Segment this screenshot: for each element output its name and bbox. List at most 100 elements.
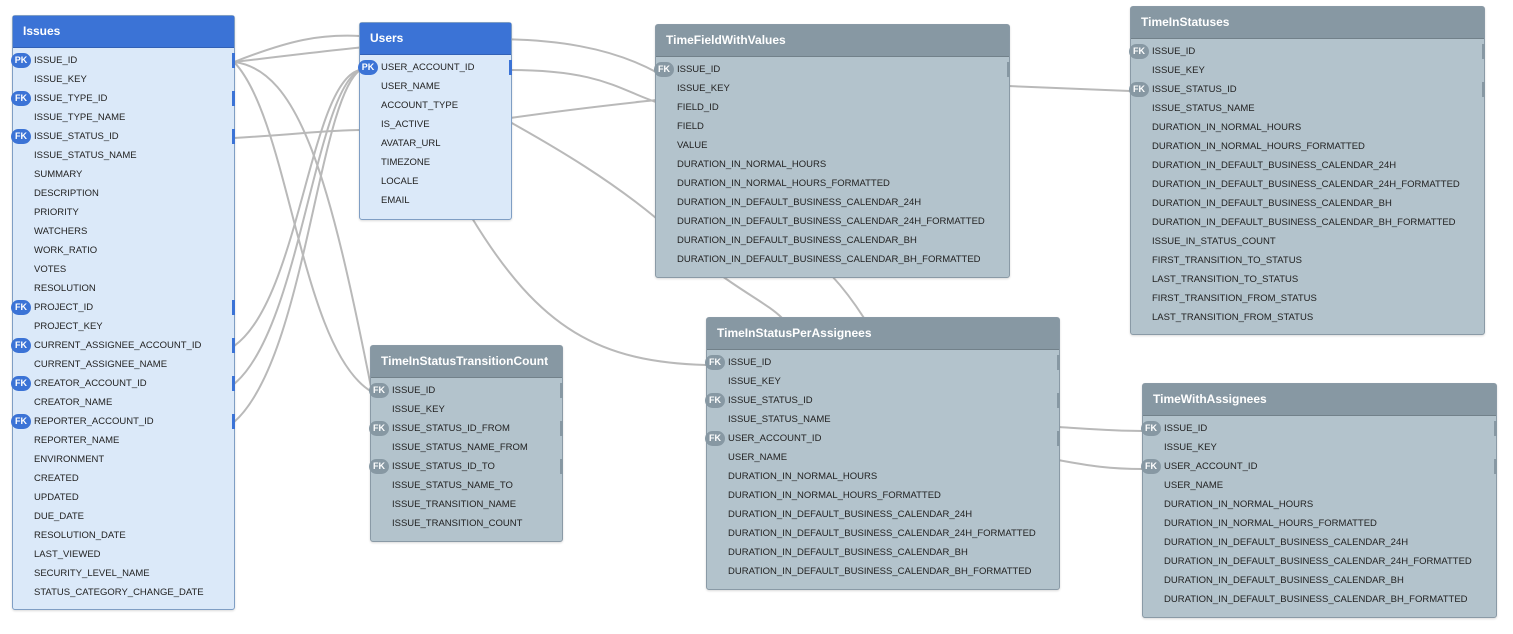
- column-row[interactable]: ISSUE_STATUS_NAME: [1131, 99, 1484, 118]
- column-row[interactable]: DURATION_IN_DEFAULT_BUSINESS_CALENDAR_BH: [656, 231, 1009, 250]
- column-row[interactable]: ACCOUNT_TYPE: [360, 96, 511, 115]
- column-row[interactable]: VALUE: [656, 136, 1009, 155]
- column-row[interactable]: DURATION_IN_DEFAULT_BUSINESS_CALENDAR_BH…: [656, 250, 1009, 269]
- column-row[interactable]: DURATION_IN_NORMAL_HOURS: [1131, 118, 1484, 137]
- column-row[interactable]: DURATION_IN_DEFAULT_BUSINESS_CALENDAR_24…: [1143, 552, 1496, 571]
- column-row[interactable]: ISSUE_KEY: [656, 79, 1009, 98]
- column-row[interactable]: TIMEZONE: [360, 153, 511, 172]
- column-row[interactable]: DURATION_IN_DEFAULT_BUSINESS_CALENDAR_24…: [707, 524, 1059, 543]
- column-row[interactable]: DURATION_IN_NORMAL_HOURS: [707, 467, 1059, 486]
- connector-anchor[interactable]: [1494, 421, 1497, 436]
- connector-anchor[interactable]: [1057, 355, 1060, 370]
- column-row[interactable]: PRIORITY: [13, 203, 234, 222]
- column-row[interactable]: ISSUE_KEY: [1131, 61, 1484, 80]
- column-row[interactable]: ISSUE_KEY: [371, 400, 562, 419]
- table-title[interactable]: Issues: [13, 16, 234, 48]
- column-row[interactable]: LAST_TRANSITION_TO_STATUS: [1131, 270, 1484, 289]
- column-row[interactable]: DURATION_IN_DEFAULT_BUSINESS_CALENDAR_24…: [1131, 175, 1484, 194]
- column-row[interactable]: DURATION_IN_DEFAULT_BUSINESS_CALENDAR_24…: [707, 505, 1059, 524]
- column-row[interactable]: AVATAR_URL: [360, 134, 511, 153]
- column-row[interactable]: DURATION_IN_DEFAULT_BUSINESS_CALENDAR_24…: [656, 193, 1009, 212]
- connector-anchor[interactable]: [232, 338, 235, 353]
- column-row[interactable]: SECURITY_LEVEL_NAME: [13, 564, 234, 583]
- column-row[interactable]: USER_NAME: [707, 448, 1059, 467]
- column-row[interactable]: FIELD_ID: [656, 98, 1009, 117]
- column-row[interactable]: DURATION_IN_DEFAULT_BUSINESS_CALENDAR_BH…: [1131, 213, 1484, 232]
- connector-anchor[interactable]: [1057, 431, 1060, 446]
- column-row[interactable]: FIRST_TRANSITION_TO_STATUS: [1131, 251, 1484, 270]
- connector-anchor[interactable]: [1482, 44, 1485, 59]
- column-row[interactable]: PROJECT_KEY: [13, 317, 234, 336]
- column-row[interactable]: ISSUE_IN_STATUS_COUNT: [1131, 232, 1484, 251]
- column-row[interactable]: ISSUE_KEY: [1143, 438, 1496, 457]
- column-row[interactable]: ENVIRONMENT: [13, 450, 234, 469]
- table-title[interactable]: Users: [360, 23, 511, 55]
- connector-anchor[interactable]: [1494, 459, 1497, 474]
- column-row[interactable]: ISSUE_STATUS_NAME_FROM: [371, 438, 562, 457]
- column-row[interactable]: DURATION_IN_NORMAL_HOURS_FORMATTED: [707, 486, 1059, 505]
- column-row[interactable]: WORK_RATIO: [13, 241, 234, 260]
- column-row[interactable]: REPORTER_NAME: [13, 431, 234, 450]
- column-row[interactable]: VOTES: [13, 260, 234, 279]
- connector-anchor[interactable]: [232, 129, 235, 144]
- column-row[interactable]: ISSUE_TYPE_NAME: [13, 108, 234, 127]
- column-row[interactable]: DURATION_IN_DEFAULT_BUSINESS_CALENDAR_BH: [707, 543, 1059, 562]
- connector-anchor[interactable]: [509, 60, 512, 75]
- column-row[interactable]: IS_ACTIVE: [360, 115, 511, 134]
- table-title[interactable]: TimeInStatusPerAssignees: [707, 318, 1059, 350]
- connector-anchor[interactable]: [1482, 82, 1485, 97]
- column-row[interactable]: LAST_TRANSITION_FROM_STATUS: [1131, 308, 1484, 327]
- column-row[interactable]: DURATION_IN_DEFAULT_BUSINESS_CALENDAR_BH…: [707, 562, 1059, 581]
- column-row[interactable]: FIRST_TRANSITION_FROM_STATUS: [1131, 289, 1484, 308]
- column-row[interactable]: USER_NAME: [1143, 476, 1496, 495]
- column-row[interactable]: DURATION_IN_NORMAL_HOURS: [656, 155, 1009, 174]
- connector-anchor[interactable]: [560, 459, 563, 474]
- table-title[interactable]: TimeWithAssignees: [1143, 384, 1496, 416]
- column-row[interactable]: ISSUE_TRANSITION_NAME: [371, 495, 562, 514]
- column-row[interactable]: FIELD: [656, 117, 1009, 136]
- column-row[interactable]: CREATOR_NAME: [13, 393, 234, 412]
- connector-anchor[interactable]: [1057, 393, 1060, 408]
- column-row[interactable]: DURATION_IN_NORMAL_HOURS: [1143, 495, 1496, 514]
- column-row[interactable]: WATCHERS: [13, 222, 234, 241]
- column-row[interactable]: DURATION_IN_DEFAULT_BUSINESS_CALENDAR_BH…: [1143, 590, 1496, 609]
- column-row[interactable]: RESOLUTION_DATE: [13, 526, 234, 545]
- connector-anchor[interactable]: [232, 414, 235, 429]
- connector-anchor[interactable]: [232, 91, 235, 106]
- column-row[interactable]: ISSUE_KEY: [13, 70, 234, 89]
- column-row[interactable]: DUE_DATE: [13, 507, 234, 526]
- column-row[interactable]: ISSUE_STATUS_NAME_TO: [371, 476, 562, 495]
- table-title[interactable]: TimeInStatusTransitionCount: [371, 346, 562, 378]
- column-row[interactable]: DURATION_IN_NORMAL_HOURS_FORMATTED: [1131, 137, 1484, 156]
- column-row[interactable]: DURATION_IN_DEFAULT_BUSINESS_CALENDAR_BH: [1131, 194, 1484, 213]
- connector-anchor[interactable]: [232, 376, 235, 391]
- connector-anchor[interactable]: [1007, 62, 1010, 77]
- column-row[interactable]: EMAIL: [360, 191, 511, 210]
- column-row[interactable]: LAST_VIEWED: [13, 545, 234, 564]
- column-row[interactable]: DURATION_IN_NORMAL_HOURS_FORMATTED: [656, 174, 1009, 193]
- column-row[interactable]: DURATION_IN_DEFAULT_BUSINESS_CALENDAR_24…: [1143, 533, 1496, 552]
